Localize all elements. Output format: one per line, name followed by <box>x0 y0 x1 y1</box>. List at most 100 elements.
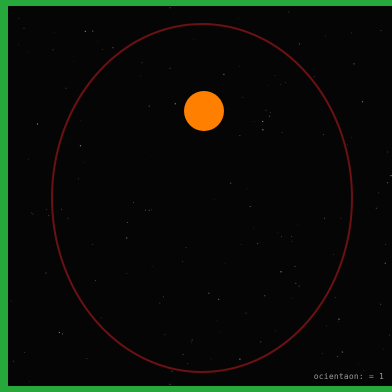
star-dot <box>239 66 240 67</box>
star-dot <box>385 263 386 264</box>
star-dot <box>62 333 63 334</box>
star-dot <box>389 335 390 336</box>
star-dot <box>149 210 150 211</box>
star-dot <box>359 364 360 365</box>
star-dot <box>390 175 391 176</box>
star-dot <box>32 213 33 214</box>
star-dot <box>242 97 243 98</box>
star-dot <box>182 354 183 355</box>
star-dot <box>254 121 255 122</box>
star-dot <box>378 192 379 193</box>
star-dot <box>28 159 29 160</box>
star-dot <box>280 84 281 85</box>
star-dot <box>61 209 62 210</box>
star-dot <box>24 352 25 353</box>
star-dot <box>275 331 276 332</box>
star-dot <box>247 188 248 189</box>
orange-planet[interactable] <box>184 91 224 131</box>
star-dot <box>219 332 220 333</box>
star-dot <box>194 40 195 41</box>
star-dot <box>80 120 81 121</box>
star-dot <box>383 349 384 350</box>
star-dot <box>225 263 226 264</box>
star-dot <box>324 218 325 219</box>
star-dot <box>257 243 258 244</box>
star-dot <box>322 353 323 354</box>
star-dot <box>45 273 46 274</box>
star-dot <box>175 103 176 104</box>
star-dot <box>211 358 212 359</box>
star-dot <box>380 304 381 305</box>
star-dot <box>294 266 295 267</box>
star-dot <box>230 183 231 184</box>
star-dot <box>112 47 113 48</box>
space-viewport[interactable]: ocientaon: = 1 <box>8 6 392 386</box>
star-dot <box>381 30 382 31</box>
star-dot <box>151 210 152 211</box>
star-dot <box>387 152 388 153</box>
star-dot <box>295 283 296 284</box>
star-dot <box>387 182 388 183</box>
bottom-green-border <box>0 386 392 392</box>
star-dot <box>299 286 300 287</box>
star-dot <box>23 28 24 29</box>
left-green-border <box>0 0 8 392</box>
star-dot <box>218 299 219 300</box>
star-dot <box>325 36 326 37</box>
star-dot <box>163 296 164 297</box>
star-dot <box>187 363 188 364</box>
star-dot <box>95 280 96 281</box>
star-dot <box>333 254 334 255</box>
star-dot <box>214 199 215 200</box>
star-dot <box>145 210 146 211</box>
star-dot <box>87 358 88 359</box>
star-dot <box>101 317 102 318</box>
star-dot <box>126 237 127 238</box>
star-dot <box>102 49 103 50</box>
star-dot <box>323 134 324 135</box>
star-dot <box>297 225 298 226</box>
space-scene[interactable] <box>8 6 392 386</box>
star-dot <box>149 105 150 106</box>
star-dot <box>31 212 32 213</box>
star-dot <box>299 43 300 44</box>
star-dot <box>192 340 193 341</box>
star-dot <box>13 361 14 362</box>
star-dot <box>29 381 30 382</box>
star-dot <box>275 75 276 76</box>
star-dot <box>291 298 292 299</box>
star-dot <box>164 334 165 335</box>
star-dot <box>270 112 271 113</box>
star-dot <box>127 273 128 274</box>
star-dot <box>269 116 270 117</box>
star-dot <box>54 32 55 33</box>
star-dot <box>52 49 53 50</box>
star-dot <box>239 135 240 136</box>
star-dot <box>364 370 365 371</box>
star-dot <box>347 145 348 146</box>
star-dot <box>152 266 153 267</box>
star-dot <box>342 351 343 352</box>
star-dot <box>337 356 338 357</box>
star-dot <box>170 68 171 69</box>
star-dot <box>385 244 386 245</box>
star-dot <box>92 244 93 245</box>
star-dot <box>37 123 38 124</box>
star-dot <box>292 241 293 242</box>
star-dot <box>285 82 286 83</box>
star-dot <box>376 208 377 209</box>
star-dot <box>241 244 242 245</box>
star-dot <box>264 295 265 296</box>
star-dot <box>239 358 240 359</box>
star-dot <box>262 121 263 122</box>
star-dot <box>278 232 279 233</box>
star-dot <box>92 30 93 31</box>
star-dot <box>326 326 327 327</box>
star-dot <box>262 129 263 130</box>
star-dot <box>338 321 339 322</box>
star-dot <box>340 218 341 219</box>
star-dot <box>59 332 60 333</box>
star-dot <box>78 178 79 179</box>
star-dot <box>159 303 160 304</box>
